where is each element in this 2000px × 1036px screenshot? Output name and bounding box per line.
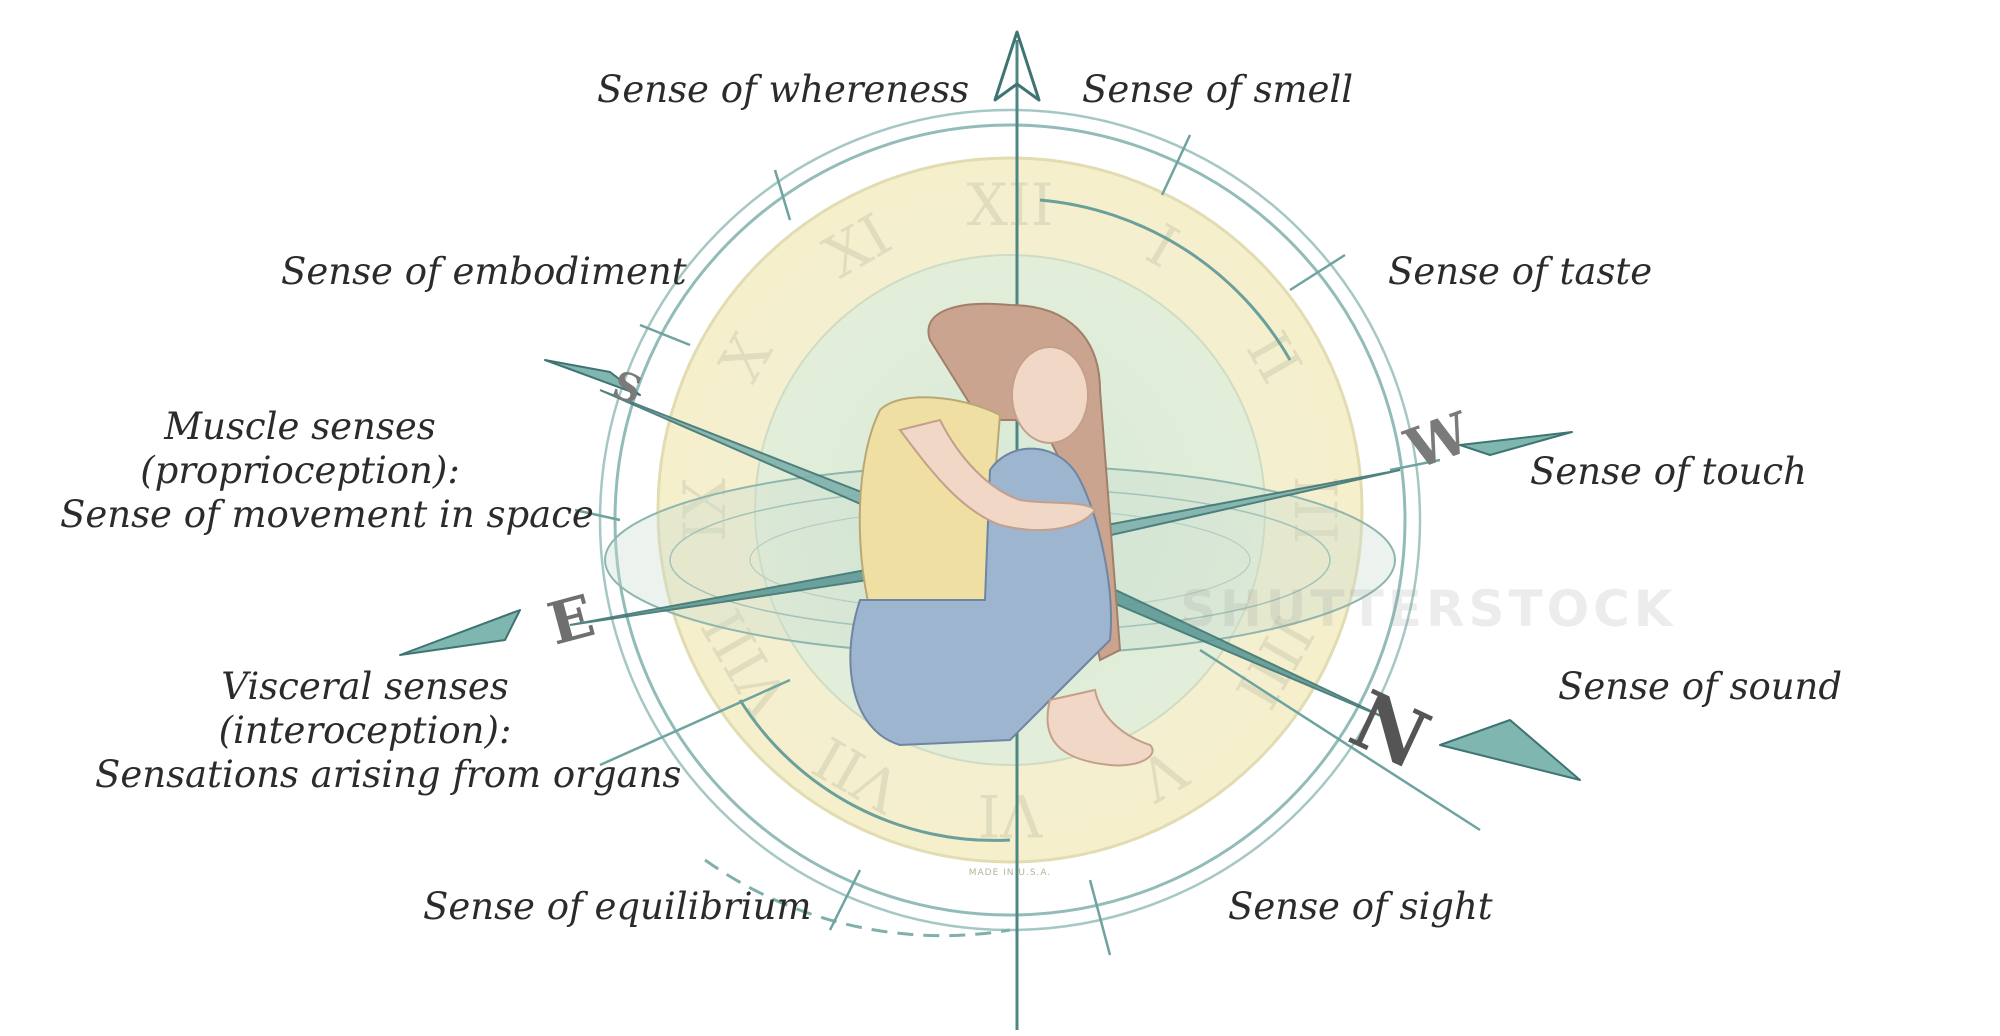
spoke-whereness — [773, 169, 792, 221]
spoke-touch — [1389, 458, 1441, 472]
inner-arc-bottom — [738, 699, 1011, 842]
ring-dashed-segment — [704, 858, 1011, 938]
label-sense-of-touch: Sense of touch — [1530, 450, 1807, 493]
label-sense-of-taste: Sense of taste — [1388, 250, 1653, 293]
spoke-embodiment — [639, 323, 691, 347]
roman-numeral: VI — [978, 781, 1044, 849]
figure-arms — [898, 418, 1097, 531]
arrowhead-east — [399, 609, 521, 656]
label-muscle-line-3: Sense of movement in space — [60, 493, 594, 536]
label-sense-of-sound: Sense of sound — [1558, 665, 1843, 708]
dial-marking: MADE IN U.S.A. — [969, 868, 1052, 878]
label-visceral-line-3: Sensations arising from organs — [95, 753, 682, 796]
spoke-muscle — [574, 508, 621, 522]
figure-feet — [1046, 688, 1154, 767]
inner-arc-top — [1039, 198, 1292, 361]
spoke-taste — [1289, 253, 1346, 292]
label-visceral-line-2: (interoception): — [218, 709, 512, 752]
arrowhead-north — [1439, 719, 1581, 781]
north-arrowhead — [993, 30, 1041, 102]
label-sense-of-sight: Sense of sight — [1228, 885, 1493, 928]
spoke-equilibrium — [828, 869, 862, 931]
arrowhead-west — [1459, 431, 1573, 456]
watermark-text: SHUTTERSTOCK — [1180, 580, 1677, 638]
spoke-sight — [1088, 879, 1112, 956]
arrowhead-south — [544, 359, 641, 396]
label-muscle-line-1: Muscle senses — [164, 405, 436, 448]
compass-letter-e: E — [541, 581, 601, 658]
label-sense-of-smell: Sense of smell — [1082, 68, 1354, 111]
compass-letter-s: S — [607, 361, 648, 413]
figure-face — [1011, 346, 1089, 444]
label-muscle-line-2: (proprioception): — [140, 449, 460, 492]
roman-numeral: IX — [671, 477, 739, 542]
seated-figure — [849, 302, 1154, 767]
label-sense-of-embodiment: Sense of embodiment — [281, 250, 687, 293]
label-muscle-senses: Muscle senses (proprioception): Sense of… — [60, 405, 594, 537]
label-sense-of-equilibrium: Sense of equilibrium — [423, 885, 812, 928]
label-visceral-senses: Visceral senses (interoception): Sensati… — [95, 665, 682, 797]
compass-letter-n: N — [1337, 672, 1443, 788]
spoke-smell — [1160, 134, 1192, 196]
compass-letter-w: W — [1396, 399, 1480, 483]
label-visceral-line-1: Visceral senses — [221, 665, 509, 708]
spoke-sound — [1199, 648, 1481, 832]
label-sense-of-whereness: Sense of whereness — [597, 68, 970, 111]
spoke-visceral — [599, 678, 791, 767]
roman-numeral: XII — [966, 171, 1053, 239]
